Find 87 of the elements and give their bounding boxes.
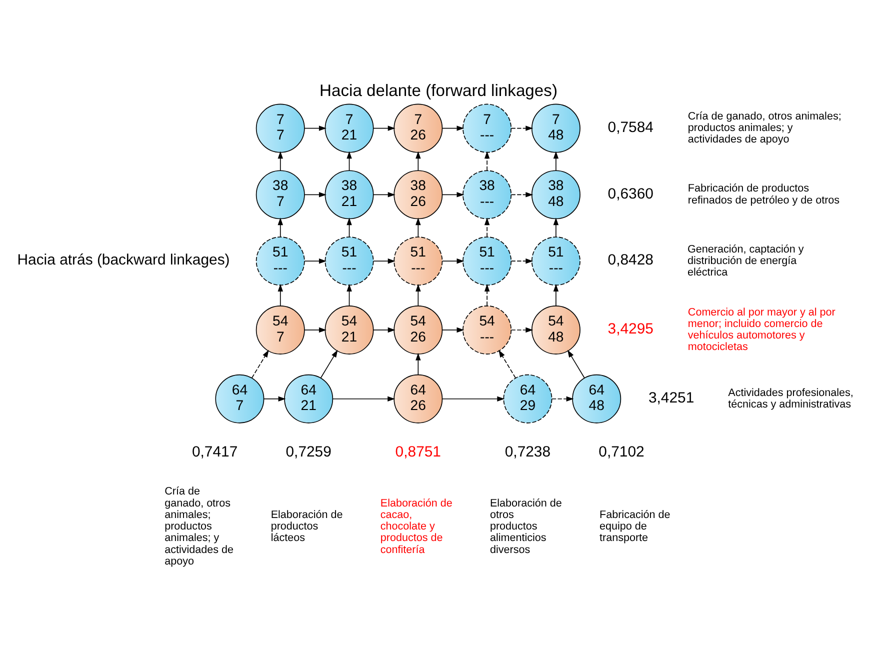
- arrow: [553, 150, 559, 170]
- node-circle: 51 ---: [394, 236, 443, 286]
- arrow: [553, 217, 559, 237]
- arrow: [332, 396, 396, 401]
- arrow: [252, 349, 269, 378]
- node-circle: 7 7: [256, 103, 305, 152]
- arrow: [278, 217, 283, 237]
- node-circle: 54 7: [256, 305, 305, 354]
- arrow: [442, 192, 464, 197]
- arrow: [416, 150, 421, 170]
- label: 0,7238: [504, 442, 551, 460]
- node-circle: 64 21: [284, 374, 334, 423]
- diagram-title: Hacia delante (forward linkages): [320, 80, 558, 100]
- label: 3,4251: [648, 389, 694, 406]
- node-circle: 51 ---: [531, 236, 580, 286]
- arrow: [346, 217, 352, 237]
- arrow: [320, 349, 338, 378]
- arrow: [498, 349, 516, 378]
- arrow: [264, 396, 286, 401]
- arrow: [553, 284, 559, 306]
- arrow: [304, 326, 326, 332]
- label: Actividades profesionales, técnicas y administrativas: [728, 386, 854, 410]
- label: Elaboración de otros productos alimenticios diversos: [490, 496, 562, 556]
- label: 0,8428: [608, 251, 654, 268]
- node-circle: 64 29: [503, 374, 552, 423]
- label: 3,4295: [608, 320, 654, 338]
- arrow: [552, 396, 574, 401]
- arrow: [442, 396, 505, 401]
- node-circle: 38 21: [324, 170, 374, 219]
- label: Comercio al por mayor y al por menor; incluido comercio de vehículos automotores y motocicletas: [688, 306, 836, 353]
- node-circle: 7 48: [531, 103, 580, 152]
- label: 0,7584: [608, 118, 654, 136]
- label: 0,8751: [395, 442, 442, 460]
- arrow: [416, 217, 421, 237]
- label: 0,6360: [608, 184, 654, 202]
- arrow: [278, 150, 283, 170]
- node-circle: 54 26: [394, 305, 443, 354]
- node-circle: 38 7: [256, 170, 305, 219]
- node-circle: 7 26: [394, 103, 443, 152]
- node-circle: 7 21: [324, 103, 374, 152]
- arrow: [484, 217, 490, 237]
- label: Cría de ganado, otros animales; productos animales; y actividades de apoyo: [164, 485, 234, 567]
- node-circle: 64 26: [394, 374, 443, 423]
- node-circle: 54 21: [324, 305, 374, 354]
- arrow: [442, 125, 464, 130]
- label: Elaboración de productos lácteos: [270, 508, 343, 544]
- label: Elaboración de cacao, chocolate y productos de confitería: [380, 496, 452, 556]
- arrow: [510, 326, 534, 332]
- node-circle: 51 ---: [324, 236, 374, 286]
- label: Fabricación de productos refinados de petróleo y de otros: [688, 182, 840, 206]
- node-circle: 54 48: [531, 305, 580, 354]
- node-circle: 51 ---: [462, 236, 512, 286]
- arrow: [304, 258, 326, 264]
- arrow: [346, 284, 352, 306]
- label: Generación, captación y distribución de energía eléctrica: [688, 242, 804, 278]
- node-circle: 64 7: [215, 374, 264, 423]
- arrow: [510, 125, 534, 130]
- label: 0,7102: [598, 442, 644, 460]
- arrow: [304, 192, 326, 197]
- label: 0,7259: [286, 442, 332, 460]
- node-circle: 51 ---: [256, 236, 305, 286]
- arrow: [416, 284, 421, 306]
- label: Hacia atrás (backward linkages): [17, 251, 230, 268]
- arrow: [484, 284, 490, 306]
- arrow: [373, 192, 396, 197]
- label: 0,7417: [192, 442, 238, 460]
- label: Cría de ganado, otros animales; productos animales; y actividades de apoyo: [688, 110, 842, 146]
- node-circle: 38 ---: [462, 170, 512, 219]
- node-circle: 38 48: [531, 170, 580, 219]
- node-circle: 7 ---: [462, 103, 512, 152]
- arrow: [510, 258, 534, 264]
- arrow: [484, 150, 490, 170]
- arrow: [442, 326, 464, 332]
- node-circle: 38 26: [394, 170, 443, 219]
- arrow: [278, 284, 283, 306]
- arrow: [416, 352, 421, 374]
- arrow: [346, 150, 352, 170]
- arrow: [304, 125, 326, 130]
- arrow: [510, 192, 534, 197]
- arrow: [567, 349, 585, 378]
- arrow: [442, 258, 464, 264]
- label: Fabricación de equipo de transporte: [600, 508, 670, 544]
- node-circle: 54 ---: [462, 305, 512, 354]
- arrow: [373, 258, 396, 264]
- arrow: [373, 125, 396, 130]
- arrow: [373, 326, 396, 332]
- node-circle: 64 48: [572, 374, 622, 423]
